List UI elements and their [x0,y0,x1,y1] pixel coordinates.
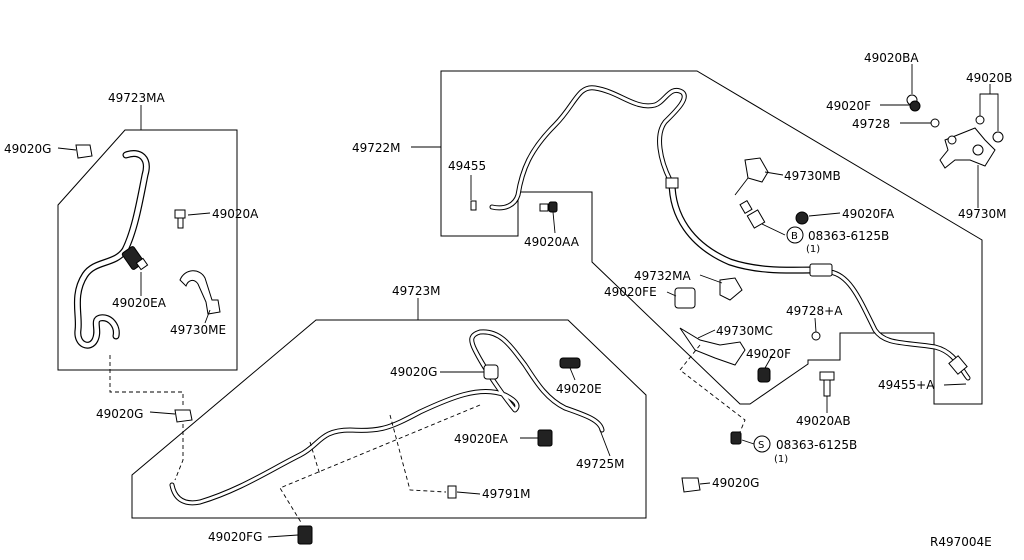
label-49020F-b: 49020F [746,347,791,361]
dashed-link-right [679,344,746,433]
label-49723M: 49723M [392,284,441,298]
label-49020FE: 49020FE [604,285,657,299]
pipe-49722M [489,85,971,381]
label-08363-6125B-a-qty: (1) [806,244,820,255]
bolt-08363-top [739,199,766,229]
nut-49020B-1 [975,115,985,125]
clip-49020G-lower [681,477,701,493]
label-49732MA: 49732MA [634,269,692,283]
label-49020AB: 49020AB [796,414,851,428]
label-08363-6125B-a: 08363-6125B [808,229,889,243]
clip-49020G-center [174,409,193,423]
label-49020EA-a: 49020EA [112,296,167,310]
dashed-link-bottom-1 [389,414,447,493]
label-49730ME: 49730ME [170,323,226,337]
bracket-49730MC [679,327,746,366]
sensor-49791M [447,485,457,499]
leader-lines [57,64,999,538]
nut-49020F-top [909,100,921,112]
clip-49020G-left [75,144,93,159]
bracket-49730MB [734,157,769,196]
fitting-49455 [470,200,477,211]
label-49020G-a: 49020G [4,142,51,156]
clip-49020EA-bottom [537,429,553,447]
symbol-b: B [791,231,798,242]
label-49723MA: 49723MA [108,91,166,105]
label-49020FG: 49020FG [208,530,262,544]
reference-code: R497004E [930,535,992,549]
clip-49020E [559,357,581,369]
clip-49732MA [719,277,743,301]
symbol-circle-s [753,435,771,453]
label-49020G-c: 49020G [390,365,437,379]
label-49791M: 49791M [482,487,531,501]
label-49730MC: 49730MC [716,324,773,338]
bracket-49730ME [179,270,221,315]
label-49020B: 49020B [966,71,1012,85]
label-49020AA: 49020AA [524,235,580,249]
bracket-49730M [939,127,996,169]
label-49020FA: 49020FA [842,207,895,221]
bolt-49020A [174,209,186,229]
symbol-s: S [758,440,764,451]
bolt-49020AB [819,371,835,397]
label-49020G-d: 49020G [712,476,759,490]
dashed-link-bottom-3 [309,441,321,476]
label-49730MB: 49730MB [784,169,841,183]
label-49730M: 49730M [958,207,1007,221]
label-49020EA-b: 49020EA [454,432,509,446]
label-49455: 49455 [448,159,486,173]
hose-49723MA [73,150,150,349]
frame-left-group [57,129,238,371]
pipe-49723M [169,329,605,506]
nut-49020B-2 [992,131,1004,143]
label-49728: 49728 [852,117,890,131]
frame-bottom-group [131,319,647,519]
symbol-circle-b [786,226,804,244]
bolt-08363-bottom [730,431,742,445]
label-49020A: 49020A [212,207,259,221]
washer-49728A [811,331,821,341]
label-49020BA: 49020BA [864,51,919,65]
nut-49020F-mid [757,367,771,383]
label-49020G-b: 49020G [96,407,143,421]
washer-49728 [930,118,940,128]
clip-49020FG [297,525,313,545]
label-49020E: 49020E [556,382,602,396]
clip-49020G-bottom [483,364,499,380]
label-49728A: 49728+A [786,304,843,318]
label-49455A: 49455+A [878,378,935,392]
nut-49020FA [795,211,809,225]
clip-49020EA-left [121,246,149,271]
label-08363-6125B-b-qty: (1) [774,454,788,465]
label-49722M: 49722M [352,141,401,155]
label-08363-6125B-b: 08363-6125B [776,438,857,452]
dashed-link-down [174,424,184,481]
label-49725M: 49725M [576,457,625,471]
dashed-link-bottom-2 [279,404,481,525]
dashed-link-left [109,355,184,408]
label-49020F-a: 49020F [826,99,871,113]
bolt-49020AA [539,201,558,213]
grommet-49020FE [674,287,696,309]
